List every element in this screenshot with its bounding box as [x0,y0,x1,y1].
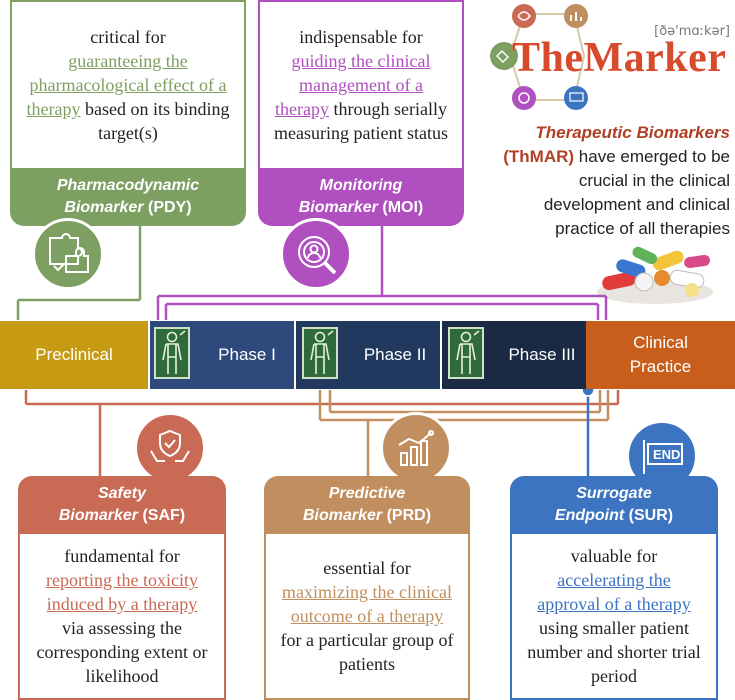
stage-clinical-label: Clinical Practice [629,333,692,376]
sur-desc-highlight: accelerating the approval of a therapy [537,570,691,614]
bar-chart-icon [380,412,452,484]
saf-desc-post: via assessing the corresponding extent o… [36,618,208,686]
stage-phase-2: Phase II [294,321,440,389]
person-icon [302,327,338,379]
sur-title2: Endpoint [554,507,625,524]
pills-image [592,244,718,306]
pdy-desc-highlight: guaranteeing the pharmacological effect … [26,51,227,119]
prd-desc-highlight: maximizing the clinical outcome of a the… [282,582,452,626]
stage-preclinical: Preclinical [0,321,148,389]
shield-hands-icon [134,412,206,484]
sur-header: Surrogate Endpoint (SUR) [510,476,718,534]
saf-title: Safety [97,485,147,502]
stage-phase-3-label: Phase III [508,345,576,364]
moi-title: Monitoring [319,177,403,194]
prd-description: essential for maximizing the clinical ou… [264,532,470,700]
pdy-title: Pharmacodynamic [56,177,200,194]
pdy-description: critical for guaranteeing the pharmacolo… [10,0,246,170]
saf-abbr: (SAF) [142,507,186,524]
saf-desc-pre: fundamental for [64,546,180,566]
stage-clinical-practice: Clinical Practice [586,321,735,389]
stage-phase-1-label: Phase I [218,345,276,364]
intro-abbr: (ThMAR) [503,147,575,166]
intro-bold: Therapeutic Biomarkers [535,123,730,142]
prd-abbr: (PRD) [386,507,432,524]
prd-title: Predictive [328,485,406,502]
pdy-title2: Biomarker [64,199,144,216]
sur-desc-pre: valuable for [570,546,658,566]
brand-logo-text: TheMarker [512,35,727,81]
prd-desc-pre: essential for [323,558,411,578]
moi-description: indispensable for guiding the clinical m… [258,0,464,170]
end-flag-text: END [653,447,681,462]
moi-desc-highlight: guiding the clinical management of a the… [275,51,431,119]
stage-phase-2-label: Phase II [363,345,427,364]
moi-title2: Biomarker [298,199,378,216]
sur-desc-post: using smaller patient number and shorter… [527,618,701,686]
intro-text: Therapeutic Biomarkers (ThMAR) have emer… [492,121,730,241]
prd-desc-post: for a particular group of patients [280,630,454,674]
saf-header: Safety Biomarker (SAF) [18,476,226,534]
moi-desc-pre: indispensable for [299,27,423,47]
moi-abbr: (MOI) [382,199,424,216]
sur-title: Surrogate [576,485,652,502]
saf-description: fundamental for reporting the toxicity i… [18,532,226,700]
saf-desc-highlight: reporting the toxicity induced by a ther… [46,570,198,614]
moi-desc-post: through serially measuring patient statu… [274,99,448,143]
pdy-desc-pre: critical for [90,27,166,47]
stage-preclinical-label: Preclinical [35,345,113,364]
prd-header: Predictive Biomarker (PRD) [264,476,470,534]
person-icon [448,327,484,379]
stage-phase-3: Phase III [440,321,586,389]
person-icon [154,327,190,379]
brand-network-graphic [486,2,606,114]
moi-header: Monitoring Biomarker (MOI) [258,168,464,226]
sur-description: valuable for accelerating the approval o… [510,532,718,700]
gear-person-icon [280,218,352,290]
prd-title2: Biomarker [302,507,383,524]
pdy-desc-post: based on its binding target(s) [84,99,230,143]
puzzle-icon [32,218,104,290]
stage-phase-1: Phase I [148,321,294,389]
sur-abbr: (SUR) [628,507,674,524]
pdy-header: Pharmacodynamic Biomarker (PDY) [10,168,246,226]
pdy-abbr: (PDY) [148,199,192,216]
intro-rest: have emerged to be crucial in the clinic… [543,147,730,238]
brand-phonetic: [ðə'mɑːkər] [654,24,730,39]
saf-title2: Biomarker [58,507,139,524]
